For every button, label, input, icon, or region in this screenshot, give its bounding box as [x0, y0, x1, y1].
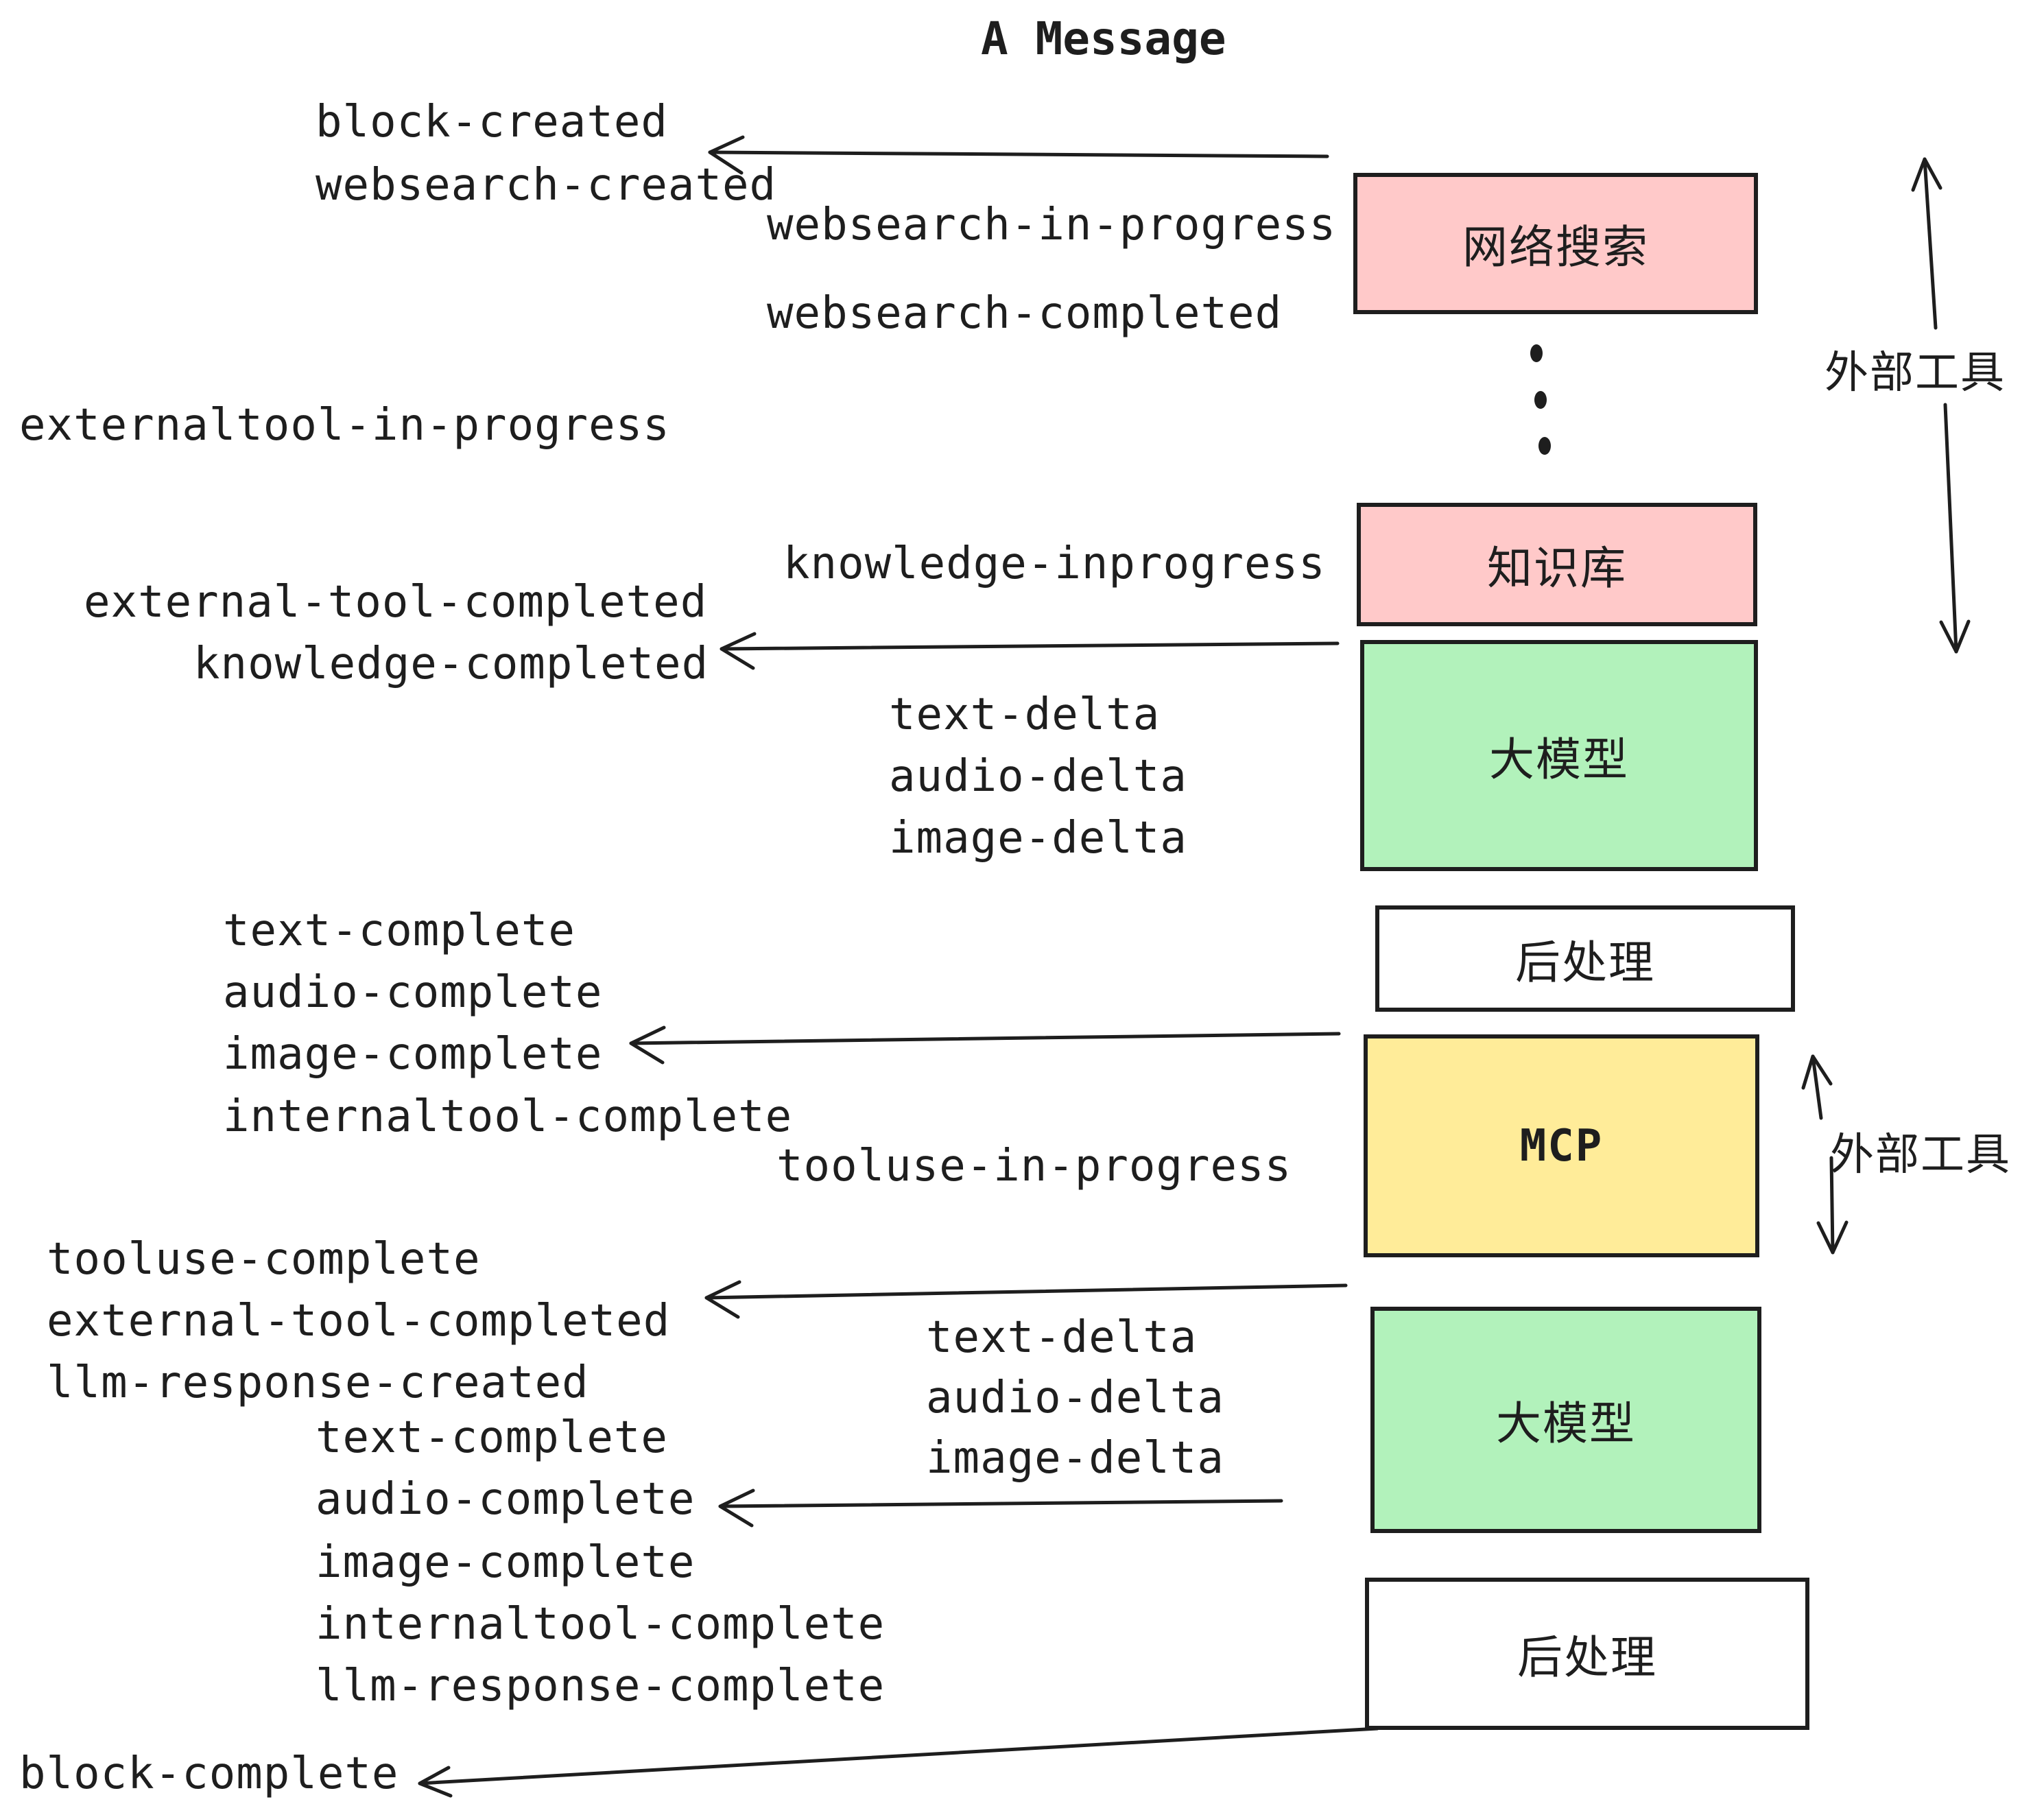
box-llm-2: 大模型 [1370, 1307, 1761, 1533]
arrow-websearch-created [708, 135, 1329, 175]
arrow-external-tools-1-down [1939, 403, 1971, 654]
event-audio-delta-2: audio-delta [926, 1373, 1224, 1423]
box-mcp-label: MCP [1519, 1120, 1604, 1172]
box-llm-1-label: 大模型 [1489, 733, 1629, 785]
vertical-ellipsis-dots [1530, 344, 1551, 455]
event-websearch-completed: websearch-completed [767, 288, 1283, 339]
box-post-process-1-label: 后处理 [1515, 936, 1655, 988]
event-websearch-in-progress: websearch-in-progress [767, 200, 1337, 250]
arrow-block-complete [418, 1726, 1379, 1798]
arrow-knowledge-completed [720, 632, 1340, 670]
event-text-complete-2: text-complete [316, 1412, 668, 1463]
event-text-complete-1: text-complete [223, 905, 575, 956]
box-knowledge-base-label: 知识库 [1487, 543, 1627, 593]
event-llm-response-created: llm-response-created [47, 1357, 589, 1408]
box-llm-1: 大模型 [1360, 640, 1758, 871]
event-knowledge-completed: knowledge-completed [193, 639, 709, 689]
event-audio-complete-1: audio-complete [223, 967, 603, 1018]
label-external-tools-2: 外部工具 [1830, 1130, 2011, 1179]
event-internaltool-complete-1: internaltool-complete [223, 1091, 793, 1142]
event-websearch-created: websearch-created [316, 160, 777, 211]
event-external-tool-completed-2: external-tool-completed [47, 1296, 671, 1346]
event-image-delta-1: image-delta [889, 813, 1187, 864]
box-post-process-1: 后处理 [1375, 905, 1795, 1012]
event-externaltool-in-progress: externaltool-in-progress [19, 400, 670, 451]
box-web-search-label: 网络搜索 [1462, 222, 1649, 272]
box-post-process-2: 后处理 [1365, 1578, 1809, 1730]
event-external-tool-completed-1: external-tool-completed [84, 577, 708, 628]
event-tooluse-in-progress: tooluse-in-progress [776, 1141, 1292, 1191]
event-text-delta-1: text-delta [889, 689, 1161, 740]
event-block-complete: block-complete [19, 1748, 399, 1799]
arrow-internal-complete-1 [629, 1025, 1341, 1065]
event-image-delta-2: image-delta [926, 1433, 1224, 1484]
event-image-complete-2: image-complete [316, 1537, 696, 1588]
label-external-tools-1: 外部工具 [1825, 348, 2006, 397]
box-llm-2-label: 大模型 [1496, 1398, 1636, 1449]
box-mcp: MCP [1364, 1034, 1759, 1257]
box-web-search: 网络搜索 [1353, 173, 1758, 314]
diagram-title: A Message [981, 12, 1226, 65]
event-audio-delta-1: audio-delta [889, 751, 1187, 802]
box-knowledge-base: 知识库 [1357, 503, 1757, 626]
event-internaltool-complete-2: internaltool-complete [316, 1599, 886, 1650]
event-image-complete-1: image-complete [223, 1029, 603, 1080]
event-tooluse-complete: tooluse-complete [47, 1234, 481, 1285]
event-knowledge-inprogress: knowledge-inprogress [783, 538, 1326, 589]
arrow-external-tools-1-up [1911, 157, 1942, 330]
event-llm-response-complete: llm-response-complete [316, 1661, 886, 1711]
event-block-created: block-created [316, 97, 668, 147]
box-post-process-2-label: 后处理 [1517, 1632, 1657, 1683]
arrow-internal-complete-2 [718, 1488, 1283, 1528]
arrow-external-tools-2-up [1801, 1054, 1833, 1120]
event-text-delta-2: text-delta [926, 1312, 1198, 1363]
event-audio-complete-2: audio-complete [316, 1474, 696, 1525]
